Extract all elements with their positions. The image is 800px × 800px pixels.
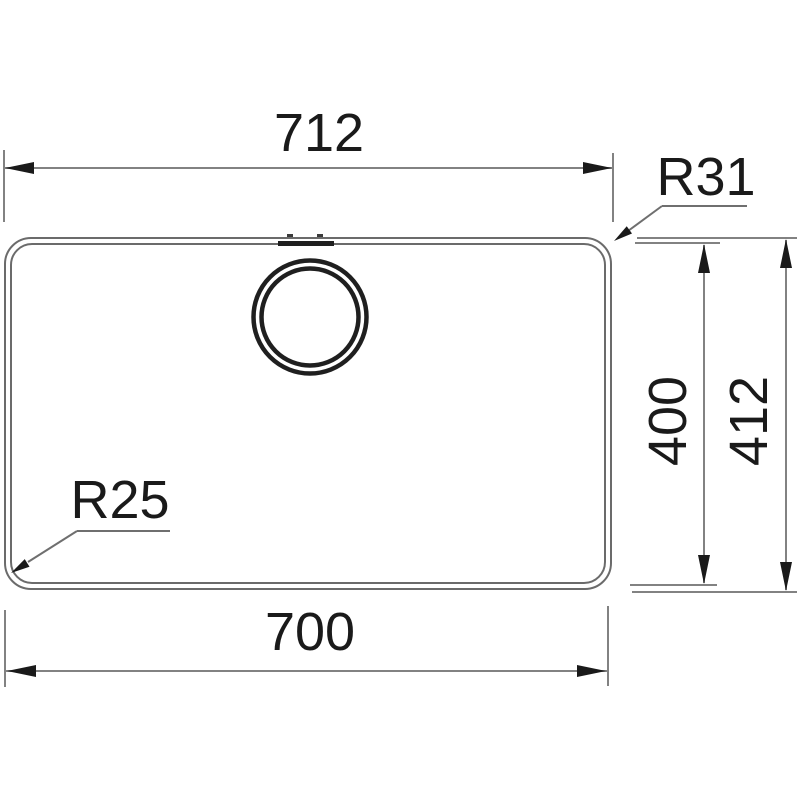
callout-inner-corner-radius: R25 — [11, 470, 170, 573]
dimension-label-outer-width: 712 — [274, 103, 364, 163]
dimension-inner-depth: 400 — [630, 242, 720, 586]
dimension-label-inner-width: 700 — [265, 602, 355, 662]
sink-inner-edge — [10, 243, 606, 584]
arrowhead-right-icon — [583, 162, 612, 174]
drain-hole-outer-circle — [251, 258, 369, 376]
notch-mark-left — [287, 234, 293, 237]
overflow-notch — [278, 241, 334, 246]
dimension-inner-width: 700 — [4, 602, 609, 687]
arrowhead-right-icon — [577, 665, 606, 677]
sink-outer-edge — [4, 237, 612, 590]
leader-diagonal-line — [627, 205, 663, 232]
leader-diagonal-line — [27, 530, 78, 563]
arrowhead-down-icon — [780, 562, 792, 591]
arrowhead-up-icon — [698, 244, 710, 273]
notch-mark-right — [317, 234, 323, 237]
leader-arrowhead-icon — [11, 559, 30, 573]
callout-outer-corner-radius: R31 — [614, 147, 756, 241]
dimension-outer-width: 712 — [3, 103, 614, 222]
dimension-label-outer-depth: 412 — [719, 376, 779, 466]
leader-arrowhead-icon — [614, 226, 633, 241]
arrowhead-down-icon — [698, 555, 710, 584]
arrowhead-left-icon — [7, 665, 36, 677]
dimension-outer-depth: 412 — [632, 237, 797, 593]
sink-outline-group — [4, 234, 612, 590]
arrowhead-left-icon — [5, 162, 34, 174]
drain-hole-inner-circle — [259, 266, 361, 368]
radius-label-outer: R31 — [656, 147, 755, 207]
arrowhead-up-icon — [780, 239, 792, 268]
dimension-label-inner-depth: 400 — [638, 376, 698, 466]
radius-label-inner: R25 — [70, 470, 169, 530]
